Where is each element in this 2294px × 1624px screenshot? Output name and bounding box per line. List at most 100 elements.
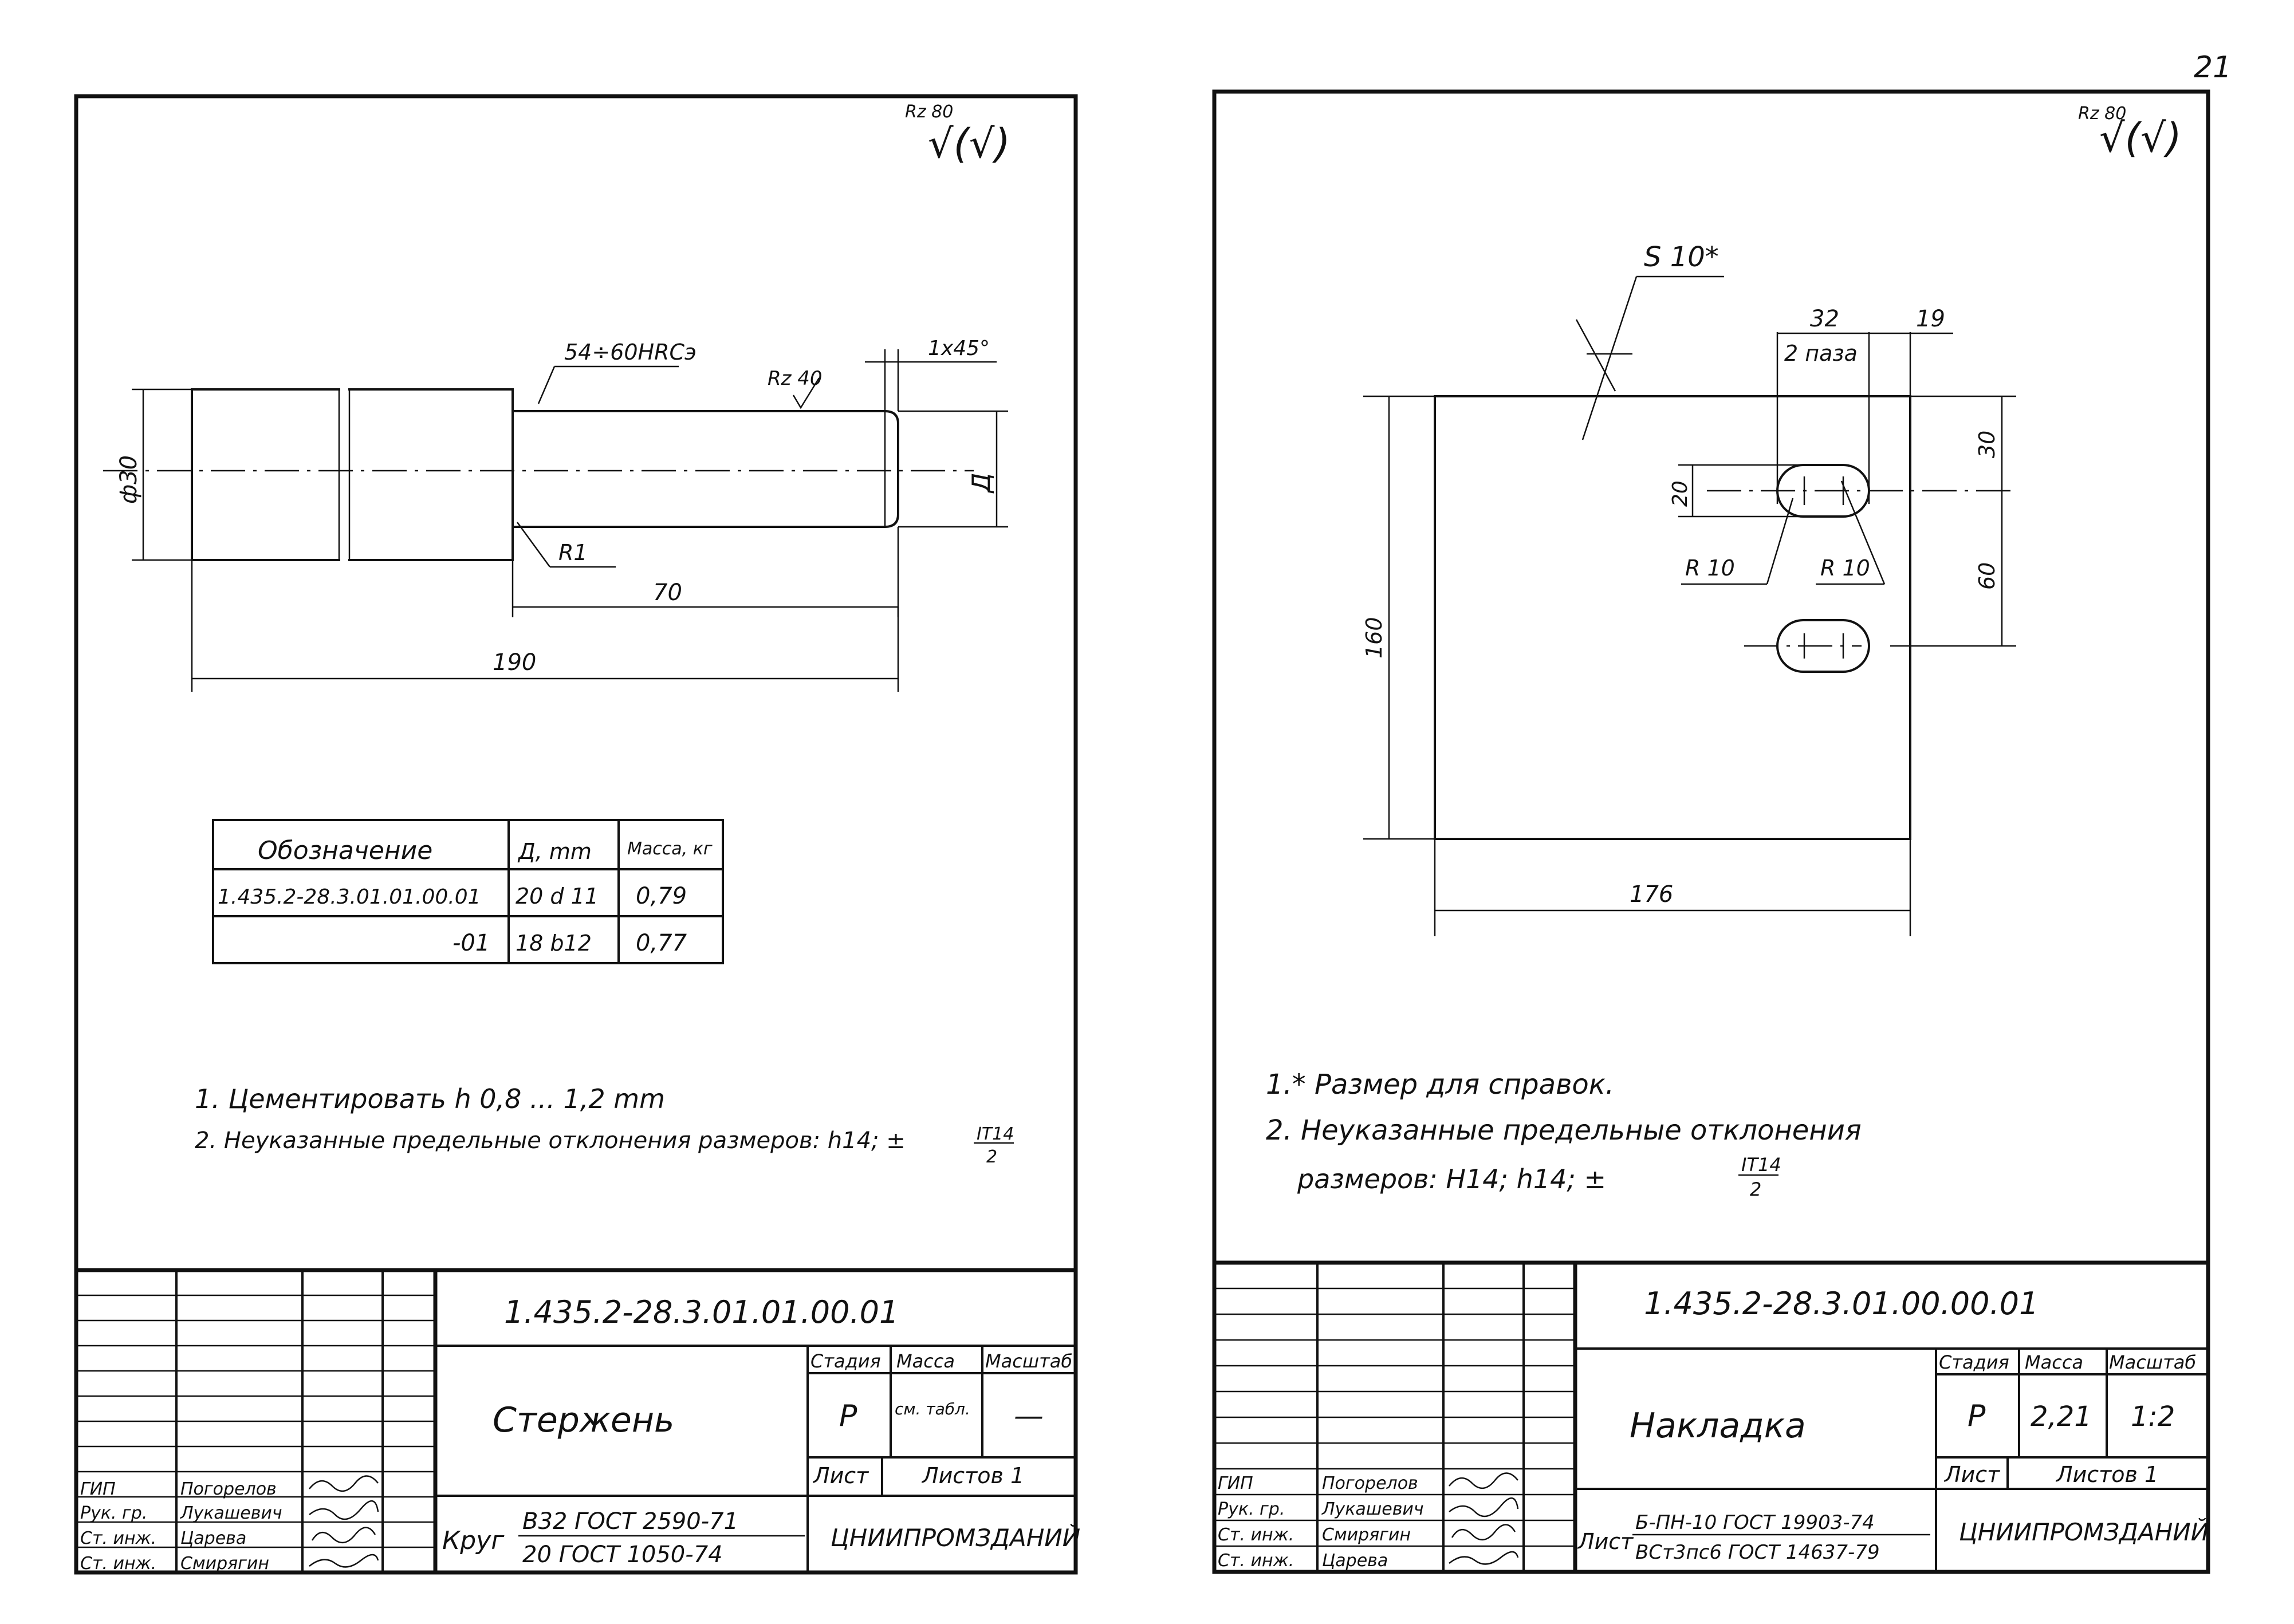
- slot-upper: [1776, 464, 1870, 518]
- sheet-1-person: Смирягин: [180, 1554, 269, 1574]
- sheet-1-sheet-label: Лист: [812, 1463, 869, 1488]
- sheet-2-note-2-fraction-den: 2: [1750, 1178, 1761, 1200]
- sheet-1-note-2-fraction-num: IT14: [977, 1124, 1014, 1144]
- sheet-2-note-2-cont: размеров: H14; h14; ±: [1297, 1164, 1606, 1195]
- section-mark: [1575, 319, 1616, 392]
- sheet-1-person: Погорелов: [180, 1479, 277, 1499]
- rod-drawing: ф30 Д 54÷60HRCэ Rz 40 1x45° R1: [103, 337, 1008, 692]
- signature: [311, 1527, 376, 1543]
- dim-length-total: 190: [493, 649, 536, 676]
- sheet-1-material-prefix: Круг: [442, 1526, 505, 1555]
- signature: [1449, 1497, 1519, 1517]
- sheet-2-note-2-fraction-num: IT14: [1741, 1154, 1781, 1176]
- sheet-1-role: ГИП: [80, 1479, 116, 1499]
- table-header-diameter: Д, mm: [517, 839, 592, 864]
- dim-diameter-variable: Д: [967, 473, 996, 494]
- sheet-1-organization: ЦНИИПРОМЗДАНИЙ: [831, 1523, 1080, 1552]
- plate-drawing: S 10* 32 2 паза 19 20 30 60 R 10: [1362, 241, 2016, 936]
- sheet-1-note-1: 1. Цементировать h 0,8 ... 1,2 mm: [195, 1083, 665, 1114]
- dim-diameter: ф30: [116, 455, 142, 504]
- sheet-1-part-name: Стержень: [493, 1400, 674, 1440]
- sheet-2-col-mass: Масса: [2025, 1351, 2083, 1373]
- signature: [1449, 1472, 1518, 1489]
- sheet-1-col-mass: Масса: [896, 1350, 955, 1372]
- sheet-2-col-scale: Масштаб: [2109, 1351, 2196, 1373]
- sheet-2-material-prefix: Лист: [1577, 1529, 1634, 1554]
- signature: [1451, 1524, 1516, 1540]
- sheet-2-material-line-1: Б-ПН-10 ГОСТ 19903-74: [1635, 1511, 1875, 1534]
- dim-height: 160: [1362, 617, 1387, 659]
- rod-head: [191, 388, 514, 561]
- dim-thickness: S 10*: [1644, 241, 1719, 273]
- sheet-2-frame: [1212, 89, 2210, 1574]
- sheet-1-material-line-1: В32 ГОСТ 2590-71: [522, 1508, 738, 1535]
- dim-slot-offset: 19: [1916, 306, 1945, 332]
- hardness-label: 54÷60HRCэ: [564, 340, 697, 365]
- sheet-2-note-1: 1.* Размер для справок.: [1266, 1069, 1614, 1101]
- dim-slot-spacing: 60: [1974, 562, 2000, 590]
- dim-top-offset: 30: [1974, 431, 2000, 458]
- sheet-2-role: Рук. гр.: [1218, 1499, 1285, 1519]
- sheet-1: Rz 80 √(√) ф30 Д 54÷60HRCэ: [74, 94, 1080, 1575]
- dim-slot-width: 32: [1810, 306, 1839, 332]
- sheet-1-material-line-2: 20 ГОСТ 1050-74: [522, 1542, 723, 1568]
- chamfer-label: 1x45°: [928, 337, 990, 360]
- sheet-2-role: Ст. инж.: [1218, 1525, 1294, 1545]
- sheet-2-person: Смирягин: [1322, 1525, 1411, 1545]
- signature: [309, 1500, 379, 1520]
- sheet-2-title-block: 1.435.2-28.3.01.00.00.01 Накладка Стадия…: [1214, 1260, 2209, 1572]
- radius-label: R1: [558, 540, 588, 565]
- radius-left: R 10: [1685, 555, 1735, 581]
- variants-table: Обозначение Д, mm Масса, кг 1.435.2-28.3…: [212, 819, 724, 964]
- sheet-2-part-name: Накладка: [1630, 1406, 1806, 1446]
- sheet-2-role: Ст. инж.: [1218, 1551, 1294, 1571]
- sheet-2: Rz 80 √(√) S 10* 32 2 паза: [1212, 89, 2210, 1574]
- leader: [1840, 480, 1886, 585]
- sheet-1-scale: —: [1014, 1399, 1044, 1433]
- signature: [1449, 1551, 1519, 1565]
- page-number: 21: [2194, 50, 2232, 85]
- sheet-2-scale: 1:2: [2131, 1401, 2175, 1433]
- sheet-2-roughness-symbol: √(√): [2099, 115, 2182, 161]
- sheet-1-designation: 1.435.2-28.3.01.01.00.01: [504, 1294, 899, 1330]
- table-cell: 1.435.2-28.3.01.01.00.01: [218, 885, 481, 909]
- sheet-2-person: Царева: [1322, 1551, 1388, 1571]
- sheet-1-person: Царева: [180, 1528, 246, 1548]
- table-cell: 0,79: [636, 883, 687, 909]
- sheet-2-designation: 1.435.2-28.3.01.00.00.01: [1644, 1286, 2039, 1322]
- table-header-designation: Обозначение: [258, 836, 432, 865]
- slot-lower: [1776, 619, 1870, 673]
- roughness-mark: [792, 377, 820, 409]
- table-cell: -01: [452, 930, 490, 956]
- sheet-1-role: Рук. гр.: [80, 1503, 147, 1523]
- dim-slot-count: 2 паза: [1784, 341, 1858, 366]
- table-frame: [212, 819, 724, 964]
- sheet-1-role: Ст. инж.: [80, 1528, 156, 1548]
- signature: [309, 1554, 379, 1568]
- sheet-2-sheets-label: Листов 1: [2055, 1462, 2158, 1487]
- sheet-1-note-2: 2. Неуказанные предельные отклонения раз…: [195, 1128, 906, 1154]
- table-header-mass: Масса, кг: [627, 839, 713, 859]
- sheet-1-person: Лукашевич: [180, 1503, 282, 1523]
- sheet-1-stage: Р: [839, 1399, 857, 1433]
- signature: [309, 1475, 379, 1492]
- sheet-2-sheet-label: Лист: [1943, 1462, 2001, 1487]
- leader: [1581, 276, 1638, 440]
- dim-length-short: 70: [653, 580, 682, 606]
- sheet-2-material-line-2: ВСт3пс6 ГОСТ 14637-79: [1635, 1541, 1880, 1564]
- sheet-2-mass: 2,21: [2031, 1401, 2092, 1433]
- sheet-2-person: Погорелов: [1322, 1473, 1418, 1493]
- sheet-1-frame: [74, 94, 1078, 1575]
- sheet-2-note-2: 2. Неуказанные предельные отклонения: [1266, 1114, 1862, 1146]
- sheet-1-roughness-symbol: √(√): [928, 120, 1010, 167]
- sheet-2-col-stage: Стадия: [1939, 1351, 2009, 1373]
- sheet-2-roughness-general: Rz 80: [2078, 104, 2126, 124]
- dim-width: 176: [1630, 881, 1673, 908]
- dim-slot-height: 20: [1669, 480, 1692, 507]
- sheet-1-roughness-general: Rz 80: [905, 102, 953, 122]
- sheet-1-role: Ст. инж.: [80, 1554, 156, 1574]
- sheet-1-title-block: 1.435.2-28.3.01.01.00.01 Стержень Стадия…: [76, 1268, 1080, 1574]
- sheet-1-col-scale: Масштаб: [985, 1350, 1072, 1372]
- sheet-1-note-2-fraction-den: 2: [986, 1147, 997, 1167]
